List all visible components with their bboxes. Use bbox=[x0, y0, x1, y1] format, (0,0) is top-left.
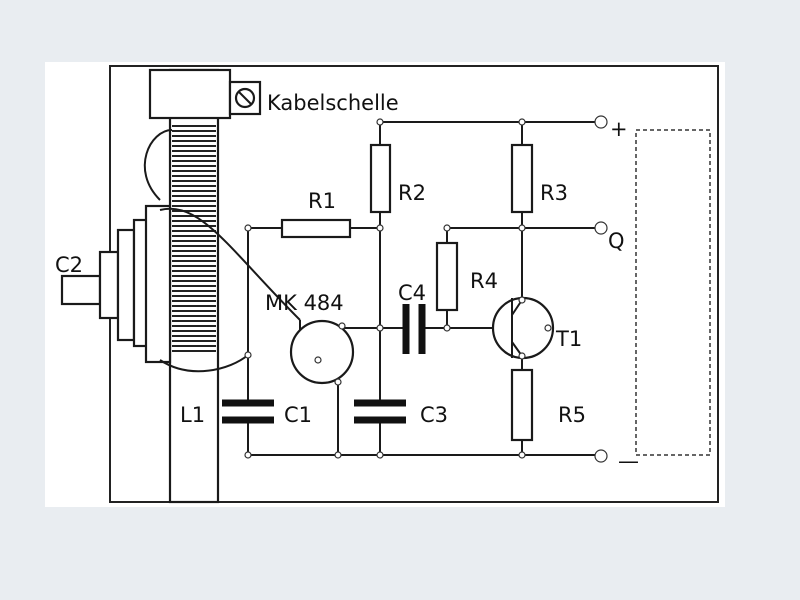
cable-clamp bbox=[148, 68, 232, 120]
resistor-r5 bbox=[510, 368, 534, 442]
label-mk484: MK 484 bbox=[265, 291, 344, 315]
external-device-outline bbox=[635, 129, 711, 456]
trimmer-c2 bbox=[60, 129, 301, 373]
transistor-t1 bbox=[491, 296, 555, 360]
capacitor-c1 bbox=[222, 399, 274, 424]
capacitor-c3 bbox=[354, 399, 406, 424]
label-c1: C1 bbox=[284, 403, 312, 427]
resistor-r2 bbox=[369, 143, 392, 214]
label-c4: C4 bbox=[398, 281, 426, 305]
resistor-r1 bbox=[280, 218, 352, 239]
label-minus: — bbox=[618, 449, 639, 473]
label-r1: R1 bbox=[308, 189, 336, 213]
capacitor-c4 bbox=[402, 304, 426, 354]
resistor-r4 bbox=[435, 241, 459, 312]
terminal-minus bbox=[594, 449, 608, 463]
label-l1: L1 bbox=[180, 403, 205, 427]
label-t1: T1 bbox=[555, 327, 582, 351]
label-plus: + bbox=[610, 117, 628, 141]
label-r4: R4 bbox=[470, 269, 498, 293]
resistor-r3 bbox=[510, 143, 534, 214]
terminal-plus bbox=[594, 115, 608, 129]
terminal-q bbox=[594, 221, 608, 235]
label-r3: R3 bbox=[540, 181, 568, 205]
label-c2: C2 bbox=[55, 253, 83, 277]
label-c3: C3 bbox=[420, 403, 448, 427]
label-kabelschelle: Kabelschelle bbox=[267, 91, 399, 115]
label-q: Q bbox=[608, 229, 625, 253]
label-r2: R2 bbox=[398, 181, 426, 205]
label-r5: R5 bbox=[558, 403, 586, 427]
coil-l1 bbox=[148, 68, 262, 504]
microphone-mk484 bbox=[289, 319, 355, 385]
junction-nodes bbox=[244, 118, 552, 459]
